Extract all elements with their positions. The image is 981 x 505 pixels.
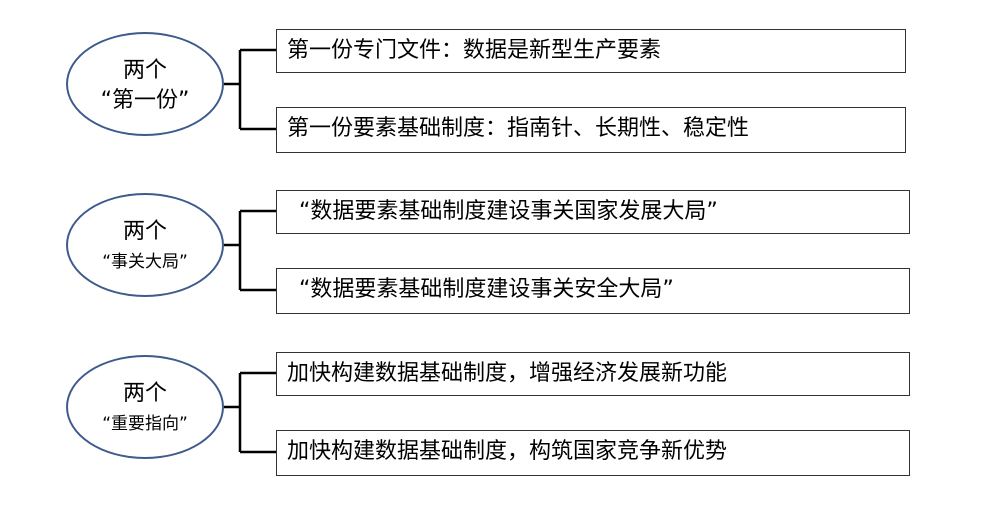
category-label-line1: 两个 [122, 58, 167, 83]
statement-box: 加快构建数据基础制度，构筑国家竞争新优势 [276, 430, 910, 476]
category-label-line2: “重要指向” [102, 414, 188, 434]
statement-box: “数据要素基础制度建设事关国家发展大局” [276, 190, 910, 234]
statement-box: 加快构建数据基础制度，增强经济发展新功能 [276, 352, 910, 396]
bracket-connector [224, 48, 276, 131]
category-label-line2: “第一份” [100, 88, 190, 113]
category-label-line2: “事关大局” [102, 252, 188, 272]
category-ellipse: 两个 “第一份” [66, 32, 224, 136]
statement-box: 第一份专门文件：数据是新型生产要素 [276, 29, 906, 73]
category-label-line1: 两个 [122, 219, 167, 244]
bracket-connector [224, 371, 276, 454]
statement-box: “数据要素基础制度建设事关安全大局” [276, 268, 910, 314]
category-ellipse: 两个 “事关大局” [66, 193, 224, 297]
category-ellipse: 两个 “重要指向” [66, 355, 224, 459]
category-label-line1: 两个 [122, 381, 167, 406]
statement-box: 第一份要素基础制度：指南针、长期性、稳定性 [276, 107, 906, 153]
bracket-connector [224, 209, 276, 292]
